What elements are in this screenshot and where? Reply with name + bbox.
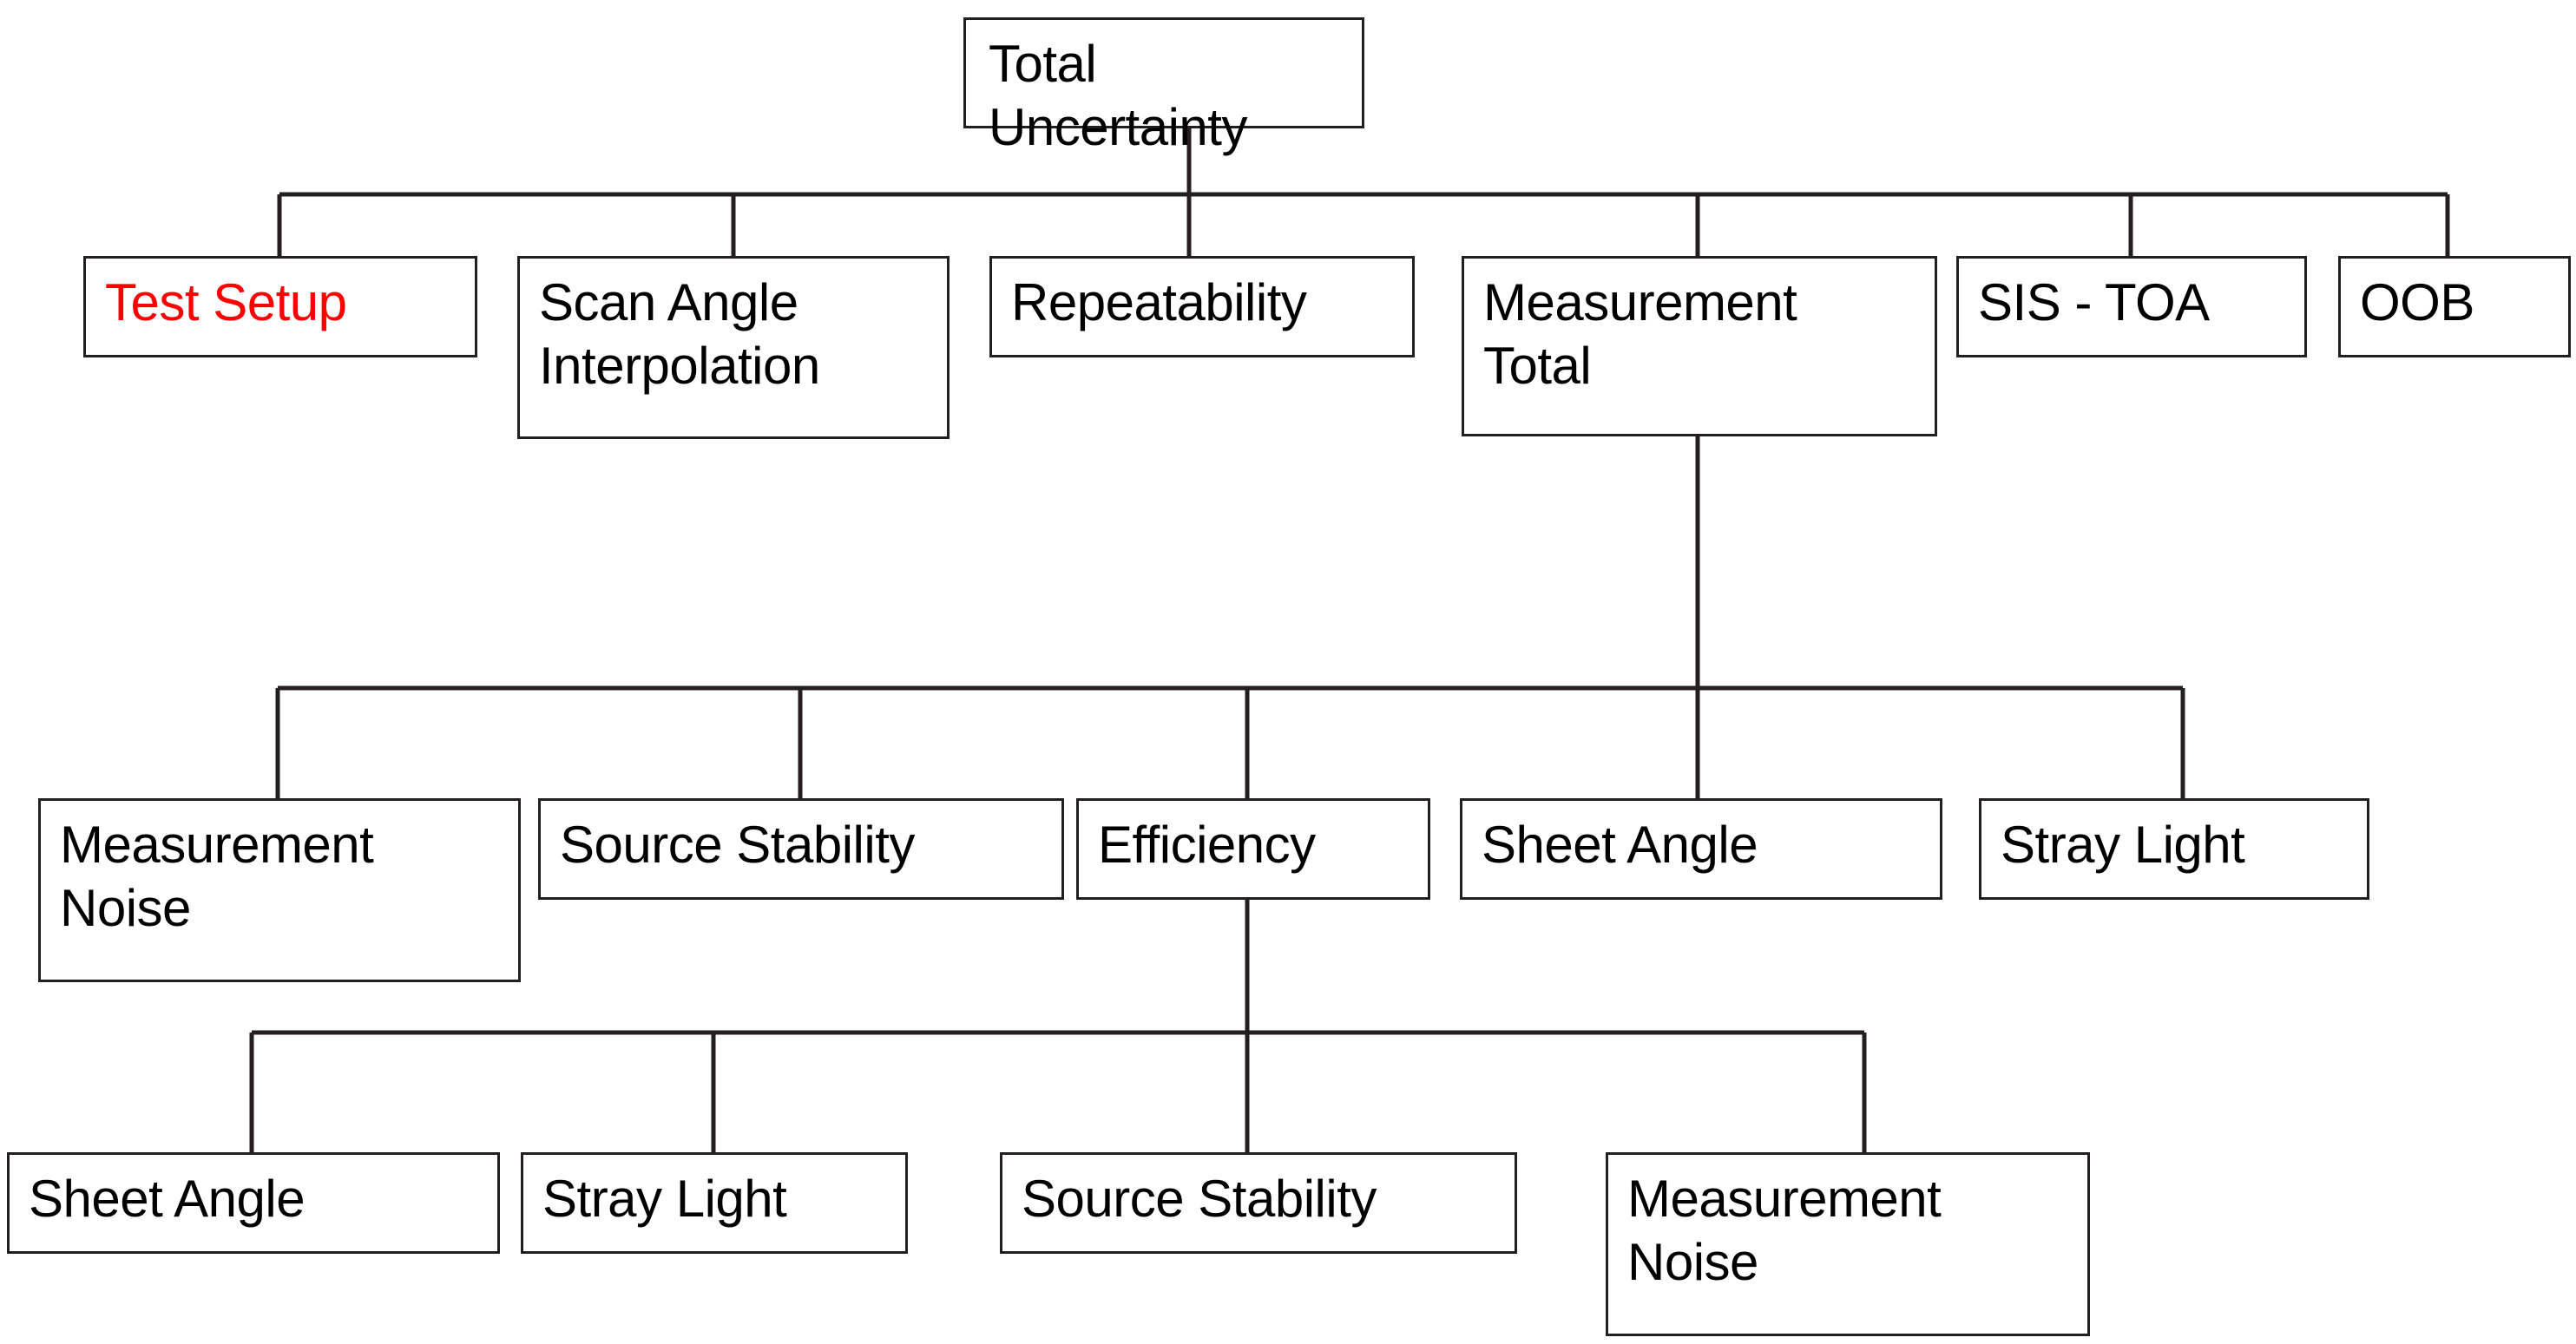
node-measurement-noise-l3[interactable]: Measurement Noise: [38, 798, 521, 982]
node-stray-light-l3[interactable]: Stray Light: [1979, 798, 2369, 900]
node-label-measurement-noise-l4: Measurement Noise: [1627, 1170, 1942, 1292]
node-label-efficiency: Efficiency: [1098, 816, 1316, 874]
node-label-stray-light-l4: Stray Light: [542, 1170, 787, 1228]
node-measurement-noise-l4[interactable]: Measurement Noise: [1606, 1152, 2090, 1336]
node-efficiency[interactable]: Efficiency: [1076, 798, 1430, 900]
node-label-total-uncertainty: Total Uncertainty: [989, 35, 1247, 157]
node-label-sheet-angle-l4: Sheet Angle: [29, 1170, 306, 1228]
node-label-sis-toa: SIS - TOA: [1978, 273, 2210, 331]
node-label-measurement-total: Measurement Total: [1483, 273, 1797, 396]
node-label-measurement-noise-l3: Measurement Noise: [60, 816, 374, 938]
node-label-stray-light-l3: Stray Light: [2001, 816, 2245, 874]
node-sis-toa[interactable]: SIS - TOA: [1956, 256, 2307, 357]
node-stray-light-l4[interactable]: Stray Light: [521, 1152, 908, 1254]
node-test-setup[interactable]: Test Setup: [83, 256, 477, 357]
node-label-sheet-angle-l3: Sheet Angle: [1482, 816, 1758, 874]
node-label-source-stability-l3: Source Stability: [560, 816, 915, 874]
node-repeatability[interactable]: Repeatability: [989, 256, 1415, 357]
node-source-stability-l4[interactable]: Source Stability: [1000, 1152, 1517, 1254]
node-sheet-angle-l3[interactable]: Sheet Angle: [1460, 798, 1942, 900]
node-sheet-angle-l4[interactable]: Sheet Angle: [7, 1152, 500, 1254]
node-oob[interactable]: OOB: [2338, 256, 2571, 357]
node-label-scan-angle-interpolation: Scan Angle Interpolation: [539, 273, 820, 396]
node-total-uncertainty[interactable]: Total Uncertainty: [963, 17, 1364, 156]
node-label-oob: OOB: [2360, 273, 2474, 331]
node-measurement-total[interactable]: Measurement Total: [1462, 256, 1937, 436]
node-source-stability-l3[interactable]: Source Stability: [538, 798, 1064, 900]
node-label-repeatability: Repeatability: [1011, 273, 1307, 331]
node-scan-angle-interpolation[interactable]: Scan Angle Interpolation: [517, 256, 950, 439]
node-label-test-setup: Test Setup: [105, 273, 347, 331]
node-label-source-stability-l4: Source Stability: [1022, 1170, 1377, 1228]
